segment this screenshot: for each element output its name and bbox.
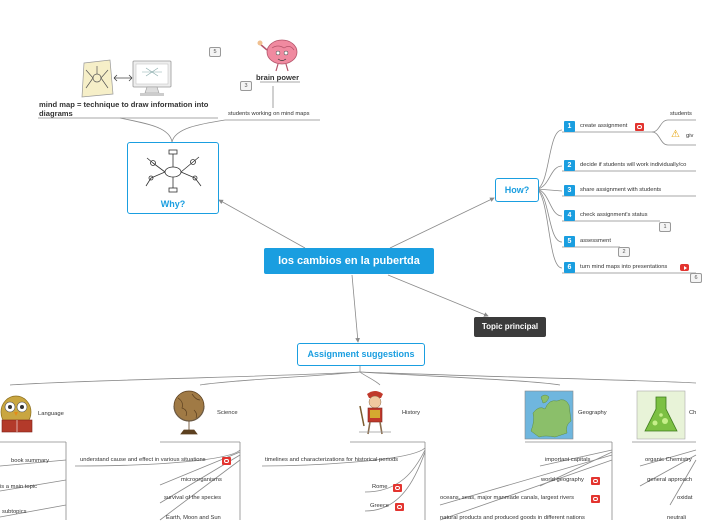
subject-geography-title[interactable]: Geography	[578, 410, 607, 416]
hand-drawn-map-paper-icon	[81, 59, 114, 98]
students-working-label[interactable]: students working on mind maps	[228, 111, 310, 117]
sub-students-label[interactable]: students	[670, 111, 692, 117]
step-6-number: 6	[564, 262, 575, 273]
attachment-icon[interactable]	[395, 503, 404, 511]
badge-2[interactable]: 2	[618, 247, 630, 257]
history-item-rome[interactable]: Rome	[372, 484, 388, 490]
badge-1[interactable]: 1	[659, 222, 671, 232]
chemistry-item-general-approach[interactable]: general approach	[647, 477, 693, 483]
link-central-assignment	[351, 274, 361, 343]
topic-principal-node[interactable]: Topic principal	[474, 317, 546, 337]
badge-5[interactable]: 5	[209, 47, 221, 57]
why-node[interactable]: Why?	[127, 142, 219, 214]
step-1-number: 1	[564, 121, 575, 132]
how-node[interactable]: How?	[495, 178, 539, 202]
subject-language-title[interactable]: Language	[38, 411, 64, 417]
roman-soldier-icon	[359, 391, 391, 435]
assignment-suggestions-node[interactable]: Assignment suggestions	[297, 343, 425, 366]
step-4-number: 4	[564, 210, 575, 221]
brain-character-icon	[257, 39, 298, 72]
science-item-cause-effect[interactable]: understand cause and effect in various s…	[80, 457, 206, 463]
geography-item-natural-products[interactable]: natural products and produced goods in d…	[440, 515, 585, 521]
owl-reading-icon	[0, 395, 33, 433]
geography-item-world[interactable]: world geography	[541, 477, 584, 483]
central-topic[interactable]: los cambios en la pubertda	[264, 248, 434, 274]
step-2-number: 2	[564, 160, 575, 171]
chemistry-item-oxidation[interactable]: oxidat	[677, 495, 693, 501]
step-5-number: 5	[564, 236, 575, 247]
geography-item-capitals[interactable]: important capitals	[545, 457, 591, 463]
step-6-turn-into-presentations[interactable]: turn mind maps into presentations	[580, 264, 668, 270]
history-item-greece[interactable]: Greece	[370, 503, 390, 509]
mind-map-definition[interactable]: mind map = technique to draw information…	[39, 100, 209, 118]
badge-3[interactable]: 3	[240, 81, 252, 91]
attachment-icon[interactable]	[222, 457, 231, 465]
attachment-icon[interactable]	[635, 123, 644, 131]
chemistry-item-organic[interactable]: organic Chemistry	[645, 457, 692, 463]
double-arrow-icon	[113, 74, 133, 82]
link-central-how	[389, 197, 495, 249]
why-label: Why?	[160, 199, 186, 209]
science-item-microorganisms[interactable]: microorganisms	[181, 477, 222, 483]
monitor-icon	[132, 60, 172, 96]
mind-map-sketch-icon	[145, 149, 202, 193]
step-5-assessment[interactable]: assessment	[580, 238, 611, 244]
video-icon[interactable]	[680, 264, 689, 271]
chemistry-flask-icon	[636, 390, 686, 440]
subject-chemistry-title[interactable]: Ch	[689, 410, 697, 416]
step-1-create-assignment[interactable]: create assignment	[580, 123, 628, 129]
language-item-book-summary[interactable]: book summary	[11, 458, 50, 464]
history-item-timelines[interactable]: timelines and characterizations for hist…	[265, 457, 399, 463]
subject-history-title[interactable]: History	[402, 410, 421, 416]
step-4-check-status[interactable]: check assignment's status	[580, 212, 648, 218]
attachment-icon[interactable]	[591, 495, 600, 503]
link-central-why	[218, 199, 306, 249]
link-central-topic	[387, 274, 489, 317]
language-item-main-topic[interactable]: is a main topic	[0, 484, 38, 490]
attachment-icon[interactable]	[591, 477, 600, 485]
globe-icon	[173, 390, 205, 435]
step-3-share-assignment[interactable]: share assignment with students	[580, 187, 662, 193]
brain-power-label[interactable]: brain power	[256, 73, 300, 82]
science-item-earth-moon-sun[interactable]: Earth, Moon and Sun	[166, 515, 221, 521]
attachment-icon[interactable]	[393, 484, 402, 492]
sub-give-label[interactable]: giv	[686, 133, 694, 139]
warning-icon: ⚠	[671, 129, 680, 140]
subject-science-title[interactable]: Science	[217, 410, 238, 416]
step-3-number: 3	[564, 185, 575, 196]
badge-6[interactable]: 6	[690, 273, 702, 283]
science-item-survival[interactable]: survival of the species	[164, 495, 222, 501]
geography-item-oceans[interactable]: oceans, seas, major manmade canals, larg…	[440, 495, 575, 501]
step-2-decide-individual[interactable]: decide if students will work individuall…	[580, 162, 687, 168]
language-item-subtopics[interactable]: subtopics	[2, 509, 27, 515]
europe-map-icon	[524, 390, 574, 440]
chemistry-item-neutralization[interactable]: neutrali	[667, 515, 687, 521]
